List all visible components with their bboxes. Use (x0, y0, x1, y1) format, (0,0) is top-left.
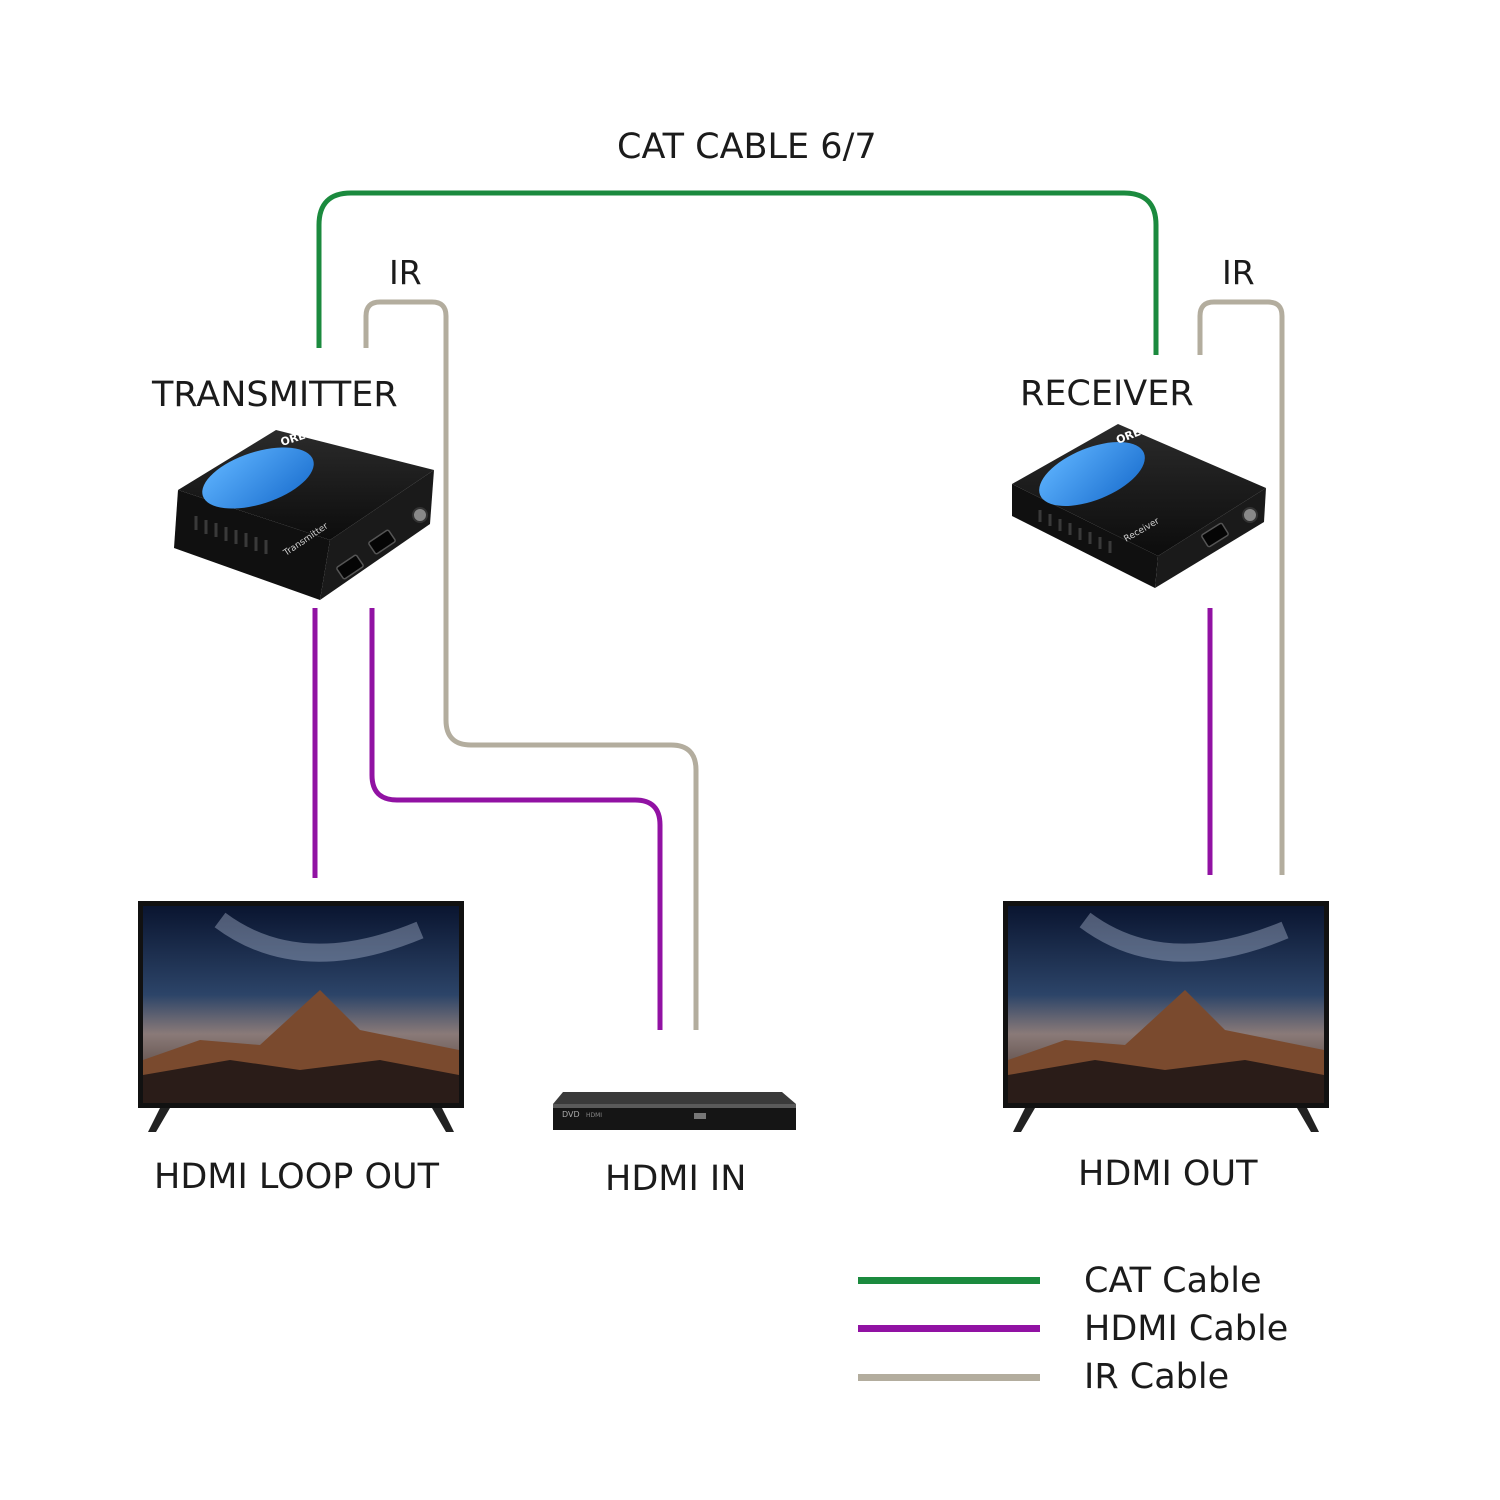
transmitter-logo-icon (202, 447, 314, 509)
receiver-logo-icon (1039, 442, 1145, 506)
legend-hdmi-swatch (858, 1325, 1040, 1332)
receiver-hdmi-out-port (1201, 522, 1229, 548)
legend-cat-swatch (858, 1277, 1040, 1284)
cat-cable-label: CAT CABLE 6/7 (617, 127, 877, 167)
legend-ir-label: IR Cable (1084, 1357, 1230, 1397)
ir-label-transmitter: IR (389, 253, 422, 292)
transmitter-dc-port (412, 507, 428, 523)
ir-cable-receiver-line (1197, 299, 1285, 875)
transmitter-hdmi-in-port (336, 554, 364, 580)
hdmi-cable-input-line (369, 608, 663, 1030)
dvd-logo-text: DVD (562, 1110, 580, 1119)
legend-hdmi-label: HDMI Cable (1084, 1309, 1289, 1349)
transmitter-label: TRANSMITTER (152, 375, 398, 415)
legend-cat-label: CAT Cable (1084, 1261, 1262, 1301)
hdmi-loop-out-label: HDMI LOOP OUT (154, 1157, 440, 1197)
receiver-label: RECEIVER (1020, 374, 1194, 414)
cat-cable-line (316, 190, 1159, 355)
dvd-hdmi-text: HDMI (586, 1112, 602, 1119)
ir-label-receiver: IR (1222, 253, 1255, 292)
receiver-dc-port (1242, 507, 1258, 523)
hdmi-out-label: HDMI OUT (1078, 1154, 1258, 1194)
hdmi-in-label: HDMI IN (605, 1159, 747, 1199)
legend-ir-swatch (858, 1374, 1040, 1381)
ir-cable-transmitter-line (363, 299, 699, 1030)
transmitter-hdmi-out-port (368, 529, 396, 555)
